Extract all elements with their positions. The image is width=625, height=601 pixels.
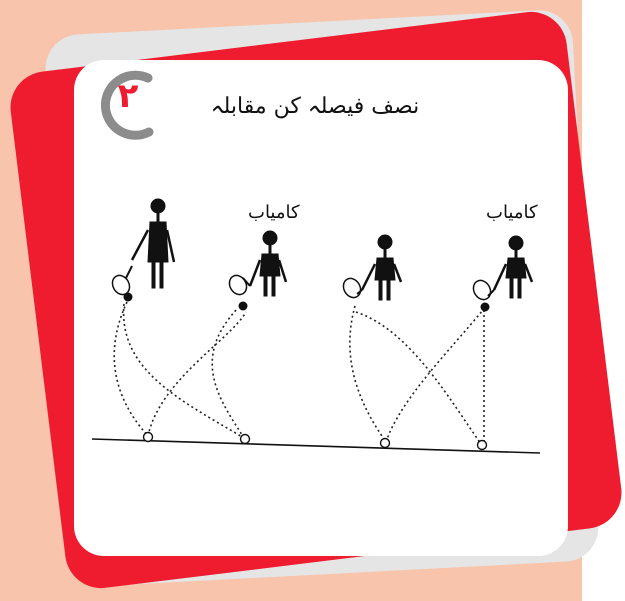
ground-line [92, 439, 540, 453]
racket-icon [226, 272, 250, 297]
trajectory-left-1 [114, 302, 148, 436]
racket-icon [470, 277, 494, 302]
trajectory-right-3 [356, 312, 481, 444]
player-figure-2 [226, 231, 286, 310]
player-figure-4 [470, 236, 532, 311]
player-body [506, 258, 526, 278]
player-body [375, 258, 395, 280]
badge-number: ۲ [106, 76, 150, 116]
trajectory-left-3 [124, 304, 244, 438]
trajectories [114, 302, 484, 444]
player-figure-1 [109, 199, 174, 301]
trajectory-right-2 [386, 310, 483, 442]
ball-icon [481, 303, 489, 311]
trajectory-left-4 [212, 309, 244, 438]
bounce-point [381, 439, 390, 448]
trajectory-right-1 [350, 306, 386, 442]
player-head [151, 199, 165, 213]
ball-icon [124, 293, 132, 301]
bounce-point [478, 441, 487, 450]
player-body [260, 254, 280, 276]
bounce-point [144, 433, 153, 442]
player-figure-3 [340, 235, 401, 301]
trajectory-left-2 [148, 312, 246, 436]
label-left: کامیاب [248, 202, 300, 223]
bounce-points [144, 433, 487, 450]
player-head [509, 236, 523, 250]
bounce-point [241, 435, 250, 444]
page-title: نصف فیصلہ کن مقابلہ [200, 94, 430, 119]
ball-icon [239, 302, 247, 310]
player-head [263, 231, 277, 245]
racket-icon [340, 275, 364, 300]
player-head [378, 235, 392, 249]
player-body [148, 222, 168, 262]
label-right: کامیاب [486, 202, 538, 223]
